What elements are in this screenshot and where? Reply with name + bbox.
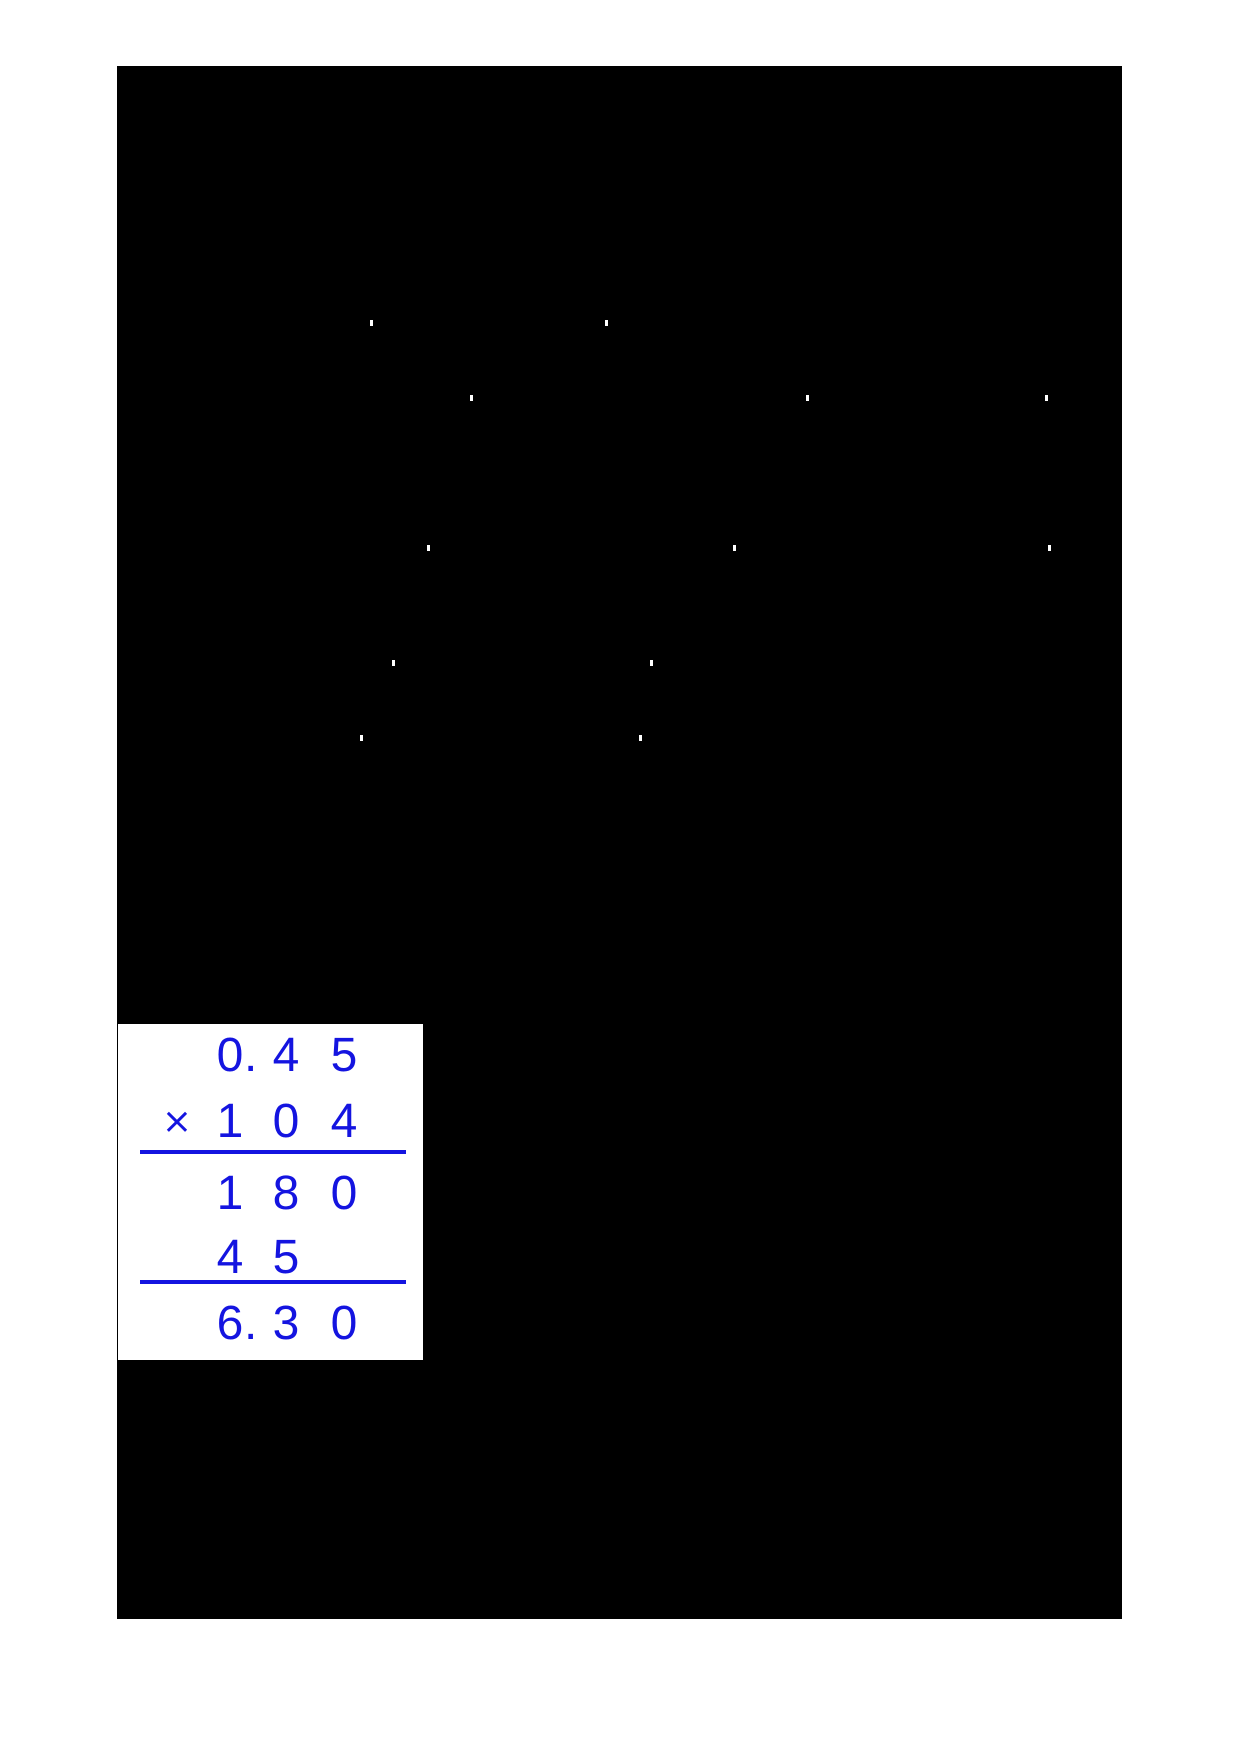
long-multiplication-box: 0 . 4 5 × 1 0 4 1 8 0 4 5 6 . 3 0 [118,1024,423,1360]
digit: 5 [272,1231,300,1284]
dot-marker [806,395,809,401]
dot-marker [1045,395,1048,401]
decimal-point: . [244,1297,258,1350]
dot-marker [605,320,608,326]
multiplier-row: × 1 0 4 [118,1092,423,1152]
result-row: 6 . 3 0 [118,1294,423,1354]
digit: 5 [330,1029,358,1082]
digit: 1 [216,1167,244,1220]
digit: 0 [216,1029,244,1082]
sum-line-top [140,1150,406,1154]
redacted-page-area [117,66,1122,1619]
partial-product-row-2: 4 5 [118,1228,423,1288]
digit: 3 [272,1297,300,1350]
multiplicand-row: 0 . 4 5 [118,1026,423,1086]
digit: 4 [216,1231,244,1284]
digit: 0 [272,1095,300,1148]
decimal-point: . [244,1029,258,1082]
digit: 0 [330,1297,358,1350]
dot-marker [392,660,395,666]
digit: 6 [216,1297,244,1350]
digit: 4 [272,1029,300,1082]
dot-marker [639,735,642,741]
dot-marker [470,395,473,401]
digit: 8 [272,1167,300,1220]
dot-marker [1048,545,1051,551]
sum-line-bottom [140,1280,406,1284]
multiply-sign-icon: × [161,1101,193,1142]
digit: 1 [216,1095,244,1148]
partial-product-row-1: 1 8 0 [118,1164,423,1224]
digit: 4 [330,1095,358,1148]
digit: 0 [330,1167,358,1220]
dot-marker [733,545,736,551]
dot-marker [370,320,373,326]
dot-marker [650,660,653,666]
dot-marker [360,735,363,741]
dot-marker [427,545,430,551]
